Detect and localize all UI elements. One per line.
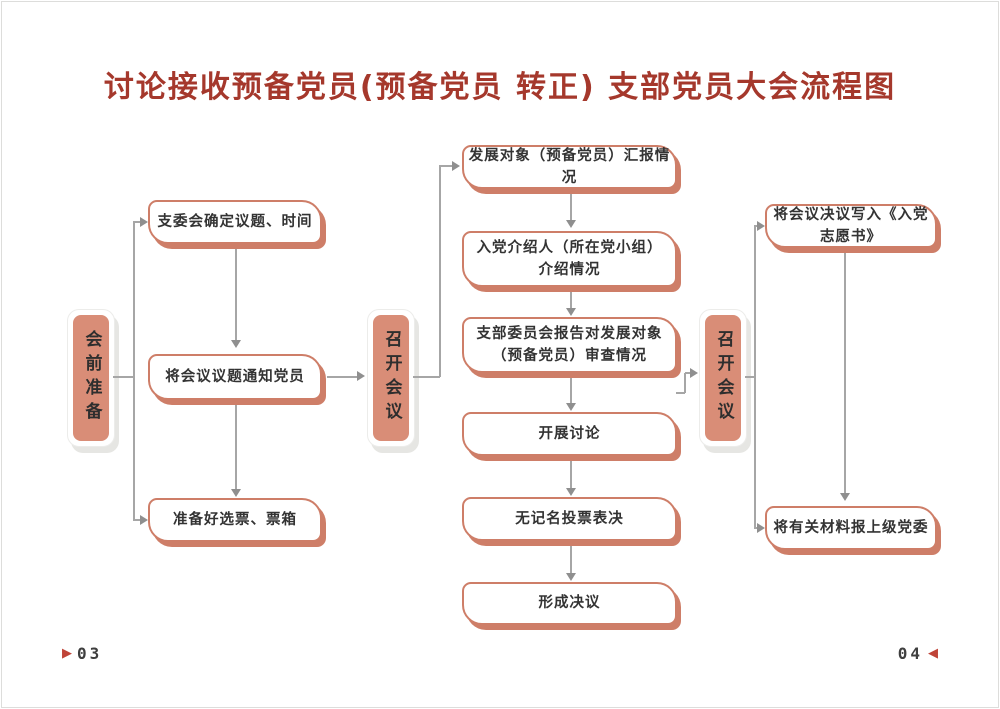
arrow-right-icon bbox=[140, 515, 148, 525]
page-number-left-value: 03 bbox=[77, 644, 103, 663]
arrow-right-icon bbox=[140, 217, 148, 227]
step-prepare-ballots: 准备好选票、票箱 bbox=[148, 498, 326, 547]
stage-pre-meeting-label: 会前准备 bbox=[81, 330, 102, 426]
arrow-right-icon bbox=[757, 221, 765, 231]
arrow-down-icon bbox=[566, 220, 576, 228]
connector-line bbox=[844, 253, 846, 493]
page-marker-right-icon: ◀ bbox=[928, 646, 938, 661]
arrow-down-icon bbox=[840, 493, 850, 501]
connector-line bbox=[570, 378, 572, 403]
connector-line bbox=[754, 225, 758, 227]
step-form-resolution: 形成决议 bbox=[462, 582, 681, 630]
step-secret-ballot-label: 无记名投票表决 bbox=[515, 510, 624, 527]
step-notify-members: 将会议议题通知党员 bbox=[148, 354, 326, 405]
connector-line bbox=[133, 221, 135, 520]
arrow-down-icon bbox=[566, 488, 576, 496]
arrow-right-icon bbox=[757, 523, 765, 533]
step-write-resolution-label: 将会议决议写入《入党志愿书》 bbox=[773, 206, 929, 245]
connector-line bbox=[745, 376, 755, 378]
step-prepare-ballots-label: 准备好选票、票箱 bbox=[173, 511, 297, 528]
arrow-down-icon bbox=[566, 308, 576, 316]
connector-line bbox=[570, 194, 572, 220]
step-committee-review-report: 支部委员会报告对发展对象 （预备党员）审查情况 bbox=[462, 317, 681, 378]
step-introducer-presentation: 入党介绍人（所在党小组） 介绍情况 bbox=[462, 231, 681, 292]
arrow-right-icon bbox=[452, 161, 460, 171]
connector-line bbox=[676, 392, 685, 394]
connector-line bbox=[235, 405, 237, 489]
stage-pre-meeting: 会前准备 bbox=[67, 309, 115, 447]
stage-convene-meeting-label: 召开会议 bbox=[381, 330, 402, 426]
page-number-right: 04 ◀ bbox=[898, 644, 938, 663]
page-number-right-value: 04 bbox=[897, 644, 923, 663]
step-report-materials-label: 将有关材料报上级党委 bbox=[773, 519, 929, 536]
connector-line bbox=[684, 373, 686, 393]
stage-convene-meeting-2: 召开会议 bbox=[699, 309, 747, 447]
connector-line bbox=[570, 546, 572, 573]
stage-convene-meeting-2-label: 召开会议 bbox=[713, 330, 734, 426]
step-committee-review-report-label: 支部委员会报告对发展对象 （预备党员）审查情况 bbox=[476, 325, 663, 364]
connector-line bbox=[754, 225, 756, 528]
step-form-resolution-label: 形成决议 bbox=[538, 595, 601, 612]
connector-line bbox=[440, 165, 452, 167]
step-candidate-report-label: 发展对象（预备党员）汇报情况 bbox=[468, 147, 671, 186]
stage-convene-meeting-fill: 召开会议 bbox=[373, 315, 409, 441]
page-number-left: ▶ 03 bbox=[62, 644, 102, 663]
connector-line bbox=[113, 376, 133, 378]
stage-convene-meeting-2-fill: 召开会议 bbox=[705, 315, 741, 441]
connector-line bbox=[570, 292, 572, 308]
step-discussion-label: 开展讨论 bbox=[538, 425, 601, 442]
step-determine-agenda: 支委会确定议题、时间 bbox=[148, 200, 326, 249]
arrow-down-icon bbox=[231, 340, 241, 348]
connector-line bbox=[413, 376, 440, 378]
step-introducer-presentation-label: 入党介绍人（所在党小组） 介绍情况 bbox=[476, 239, 663, 278]
connector-line bbox=[327, 376, 357, 378]
connector-line bbox=[754, 527, 758, 529]
arrow-down-icon bbox=[566, 403, 576, 411]
stage-convene-meeting: 召开会议 bbox=[367, 309, 415, 447]
page-marker-left-icon: ▶ bbox=[62, 646, 72, 661]
connector-line bbox=[685, 372, 690, 374]
arrow-down-icon bbox=[566, 573, 576, 581]
connector-line bbox=[570, 461, 572, 488]
connector-line bbox=[235, 249, 237, 340]
step-secret-ballot: 无记名投票表决 bbox=[462, 497, 681, 546]
step-notify-members-label: 将会议议题通知党员 bbox=[165, 368, 305, 385]
step-report-materials: 将有关材料报上级党委 bbox=[765, 506, 941, 555]
step-write-resolution: 将会议决议写入《入党志愿书》 bbox=[765, 204, 941, 253]
arrow-down-icon bbox=[231, 489, 241, 497]
step-candidate-report: 发展对象（预备党员）汇报情况 bbox=[462, 145, 681, 194]
step-discussion: 开展讨论 bbox=[462, 412, 681, 461]
stage-pre-meeting-fill: 会前准备 bbox=[73, 315, 109, 441]
connector-line bbox=[133, 519, 141, 521]
arrow-right-icon bbox=[357, 371, 365, 381]
connector-line bbox=[439, 165, 441, 377]
connector-line bbox=[133, 221, 141, 223]
page-title: 讨论接收预备党员(预备党员 转正) 支部党员大会流程图 bbox=[103, 70, 897, 105]
arrow-right-icon bbox=[690, 368, 698, 378]
step-determine-agenda-label: 支委会确定议题、时间 bbox=[157, 213, 313, 230]
